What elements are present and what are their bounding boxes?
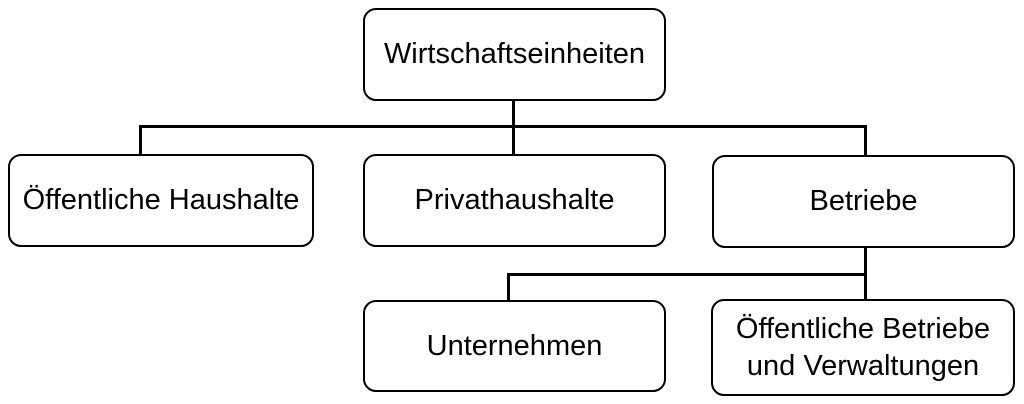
connector-drop-oeffentliche-haushalte	[139, 125, 142, 156]
node-oeffentliche-betriebe-und-verwaltungen: Öffentliche Betriebe und Verwaltungen	[711, 299, 1015, 396]
node-label-wirtschaftseinheiten: Wirtschaftseinheiten	[383, 38, 646, 71]
node-label-privathaushalte: Privathaushalte	[414, 184, 615, 217]
node-wirtschaftseinheiten: Wirtschaftseinheiten	[363, 8, 666, 101]
node-label-oeffentliche-betriebe-und-verwaltungen: Öffentliche Betriebe und Verwaltungen	[735, 313, 991, 382]
connector-level1-horizontal-bus	[139, 125, 867, 128]
node-privathaushalte: Privathaushalte	[363, 154, 666, 247]
node-label-unternehmen: Unternehmen	[426, 329, 603, 362]
node-betriebe: Betriebe	[712, 155, 1015, 248]
connector-drop-betriebe	[864, 125, 867, 157]
node-unternehmen: Unternehmen	[363, 300, 666, 392]
node-label-betriebe: Betriebe	[809, 185, 918, 218]
connector-level2-horizontal-bus	[507, 273, 867, 276]
node-label-oeffentliche-haushalte: Öffentliche Haushalte	[22, 184, 300, 217]
node-oeffentliche-haushalte: Öffentliche Haushalte	[8, 154, 314, 247]
connector-drop-unternehmen	[507, 273, 510, 302]
